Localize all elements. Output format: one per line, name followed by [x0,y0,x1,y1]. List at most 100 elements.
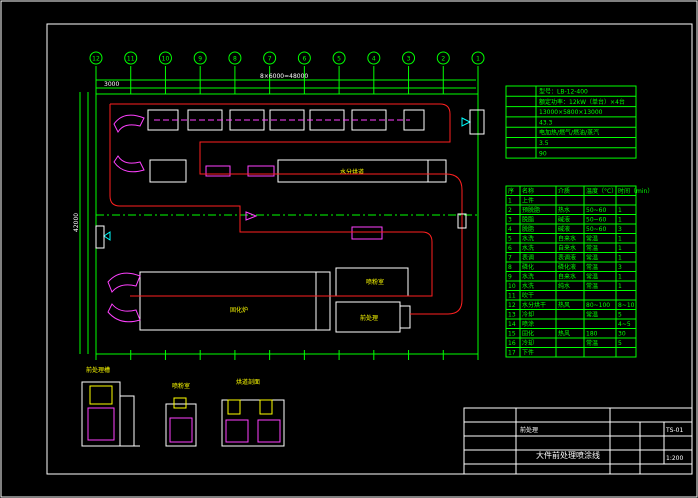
process-cell: 15 [508,331,516,338]
axis-bubble [471,51,485,65]
oven-label: 固化炉 [230,306,248,314]
axis-label: 5 [337,56,341,63]
process-cell: 磷化 [522,263,534,271]
top-left-dim: 3000 [104,81,119,88]
spec-row-text: 3.5 [539,140,549,147]
top-dimension: 8×6000=48000 3000 [96,73,476,89]
axis-bubble [193,51,207,65]
axis-label: 8 [233,56,237,63]
bottom-ticks [95,350,479,360]
small-booth [149,159,187,183]
spec-row-text: 90 [539,150,547,157]
process-cell: 30 [618,331,626,338]
spec-row-text: 43.3 [539,119,553,126]
axis-label: 1 [476,56,480,63]
process-cell: 3 [618,264,622,271]
elevation-3-title: 烘道剖面 [236,378,260,386]
process-cell: 自来水 [558,244,576,252]
process-cell: 1 [618,283,622,290]
process-cell: 1 [618,245,622,252]
process-cell: 2 [508,207,512,214]
process-cell: 水洗 [522,244,534,252]
axis-label: 12 [92,56,100,63]
process-header: 介质 [558,187,570,195]
drying-tunnel-label: 水分烘道 [340,168,364,176]
process-cell: 预脱脂 [522,206,540,214]
conveyor-lower [109,104,433,297]
axis-bubble [228,51,242,65]
process-cell: 常温 [586,263,598,271]
axis-bubble [436,51,450,65]
left-arrow-icon [103,231,111,241]
process-header: 序 [508,187,514,195]
process-cell: 常温 [586,254,598,262]
process-cell: 13 [508,312,516,319]
axis-label: 11 [127,56,135,63]
axis-bubble [263,51,277,65]
process-cell: 3 [618,226,622,233]
process-cell: 12 [508,302,516,309]
process-cell: 5 [618,340,622,347]
door-right [469,109,485,135]
drawing-number: TS-01 [665,427,683,434]
left-total-dim: 42000 [73,213,80,232]
process-header: 名称 [522,187,534,195]
axis-bubble [332,51,346,65]
process-header: 时间（min） [618,187,653,195]
process-cell: 脱脂 [522,225,534,233]
process-cell: 16 [508,340,516,347]
process-cell: 9 [508,274,512,281]
title-block: 前处理 大件前处理喷涂线 1:200 TS-01 [463,407,693,475]
process-cell: 1 [618,236,622,243]
process-cell: 7 [508,255,512,262]
spec-row-text: 型号：LB-12-400 [539,88,588,96]
left-dimension: 42000 [73,92,89,354]
process-cell: 10 [508,283,516,290]
process-cell: 自来水 [558,235,576,243]
process-cell: 冷却 [522,339,534,347]
spec-row-text: 电加热/燃气/燃油/蒸汽 [539,129,599,137]
process-cell: 上件 [522,197,534,205]
process-cell: 80~100 [586,302,610,309]
process-cell: 水洗 [522,282,534,290]
axis-bubble [89,51,103,65]
process-cell: 常温 [586,244,598,252]
process-cell: 常温 [586,273,598,281]
door-left [95,225,105,249]
top-total-dim: 8×6000=48000 [260,73,308,80]
process-cell: 表调 [522,254,534,262]
process-cell: 180 [586,331,598,338]
process-cell: 碱液 [558,225,570,233]
axis-bubble [297,51,311,65]
axis-bubble [124,51,138,65]
conveyor-turns [107,114,145,323]
process-cell: 常温 [586,235,598,243]
process-cell: 8 [508,264,512,271]
process-cell: 常温 [586,311,598,319]
process-cell: 1 [618,274,622,281]
process-cell: 纯水 [558,282,570,290]
pretreatment-tanks [147,109,425,131]
process-cell: 热风 [558,330,570,338]
scale-value: 1:200 [666,455,683,462]
process-cell: 常温 [586,282,598,290]
process-cell: 自来水 [558,273,576,281]
pretreat-label: 前处理 [360,314,378,322]
axis-label: 6 [302,56,306,63]
conveyor-upper [110,103,463,315]
process-cell: 50~60 [586,217,606,224]
process-cell: 吹干 [522,292,534,300]
axis-label: 3 [407,56,411,63]
process-cell: 水洗 [522,273,534,281]
process-cell: 磷化液 [558,263,576,271]
elevation-1-title: 前处理槽 [86,366,110,374]
process-cell: 3 [508,217,512,224]
axis-label: 4 [372,56,376,63]
axis-label: 9 [198,56,202,63]
process-cell: 固化 [522,330,534,338]
elevation-views: 前处理槽 喷粉室 烘道剖面 [81,366,285,447]
process-cell: 6 [508,245,512,252]
axis-bubble [367,51,381,65]
